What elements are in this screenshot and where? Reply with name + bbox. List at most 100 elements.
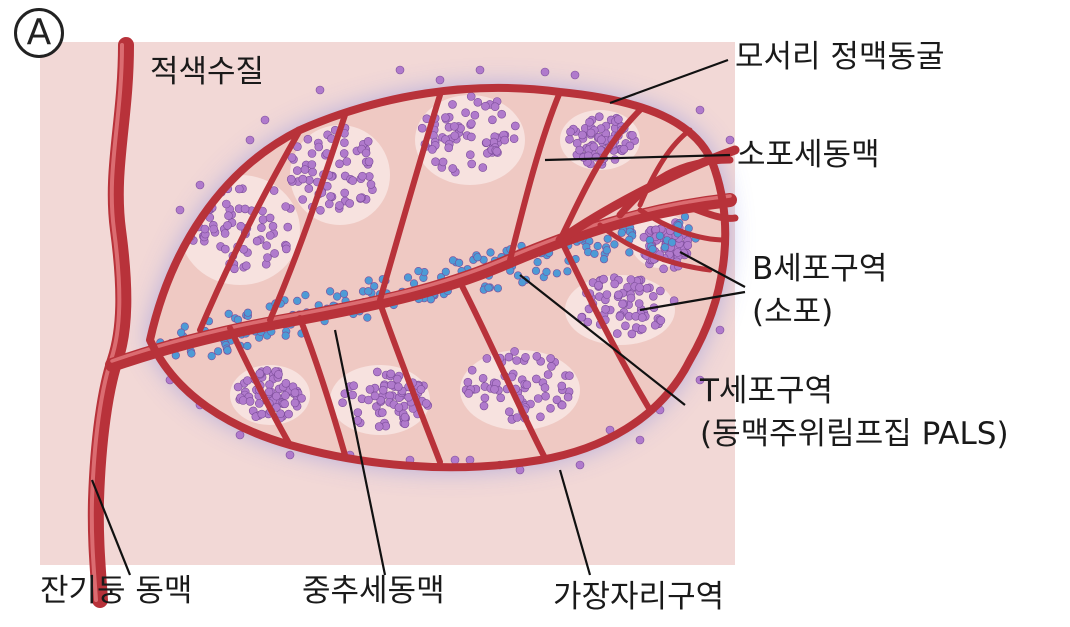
b-cell-dot xyxy=(636,284,644,292)
b-cell-dot xyxy=(465,389,473,397)
t-cell-dot xyxy=(681,213,689,221)
b-cell-dot xyxy=(378,409,386,417)
b-cell-dot xyxy=(234,383,242,391)
b-cell-dot xyxy=(657,316,665,324)
b-cell-dot xyxy=(628,131,636,139)
b-cell-dot xyxy=(488,116,496,124)
b-cell-dot xyxy=(597,136,605,144)
b-cell-dot xyxy=(611,156,619,164)
b-cell-dot xyxy=(271,249,279,257)
b-cell-dot xyxy=(511,122,519,130)
b-cell-dot xyxy=(558,382,566,390)
b-cell-dot xyxy=(221,245,229,253)
b-cell-dot xyxy=(269,222,277,230)
t-cell-dot xyxy=(415,267,423,275)
b-cell-dot xyxy=(362,149,370,157)
b-cell-dot xyxy=(536,413,544,421)
t-cell-dot xyxy=(365,277,373,285)
t-cell-dot xyxy=(188,350,196,358)
b-cell-dot xyxy=(590,143,598,151)
b-cell-dot xyxy=(547,404,555,412)
b-cell-dot xyxy=(491,385,499,393)
t-cell-dot xyxy=(244,309,252,317)
b-cell-dot xyxy=(628,330,636,338)
b-cell-dot xyxy=(578,131,586,139)
b-cell-dot xyxy=(468,160,476,168)
b-cell-dot xyxy=(308,161,316,169)
b-cell-dot xyxy=(621,322,629,330)
b-cell-dot xyxy=(565,372,573,380)
b-cell-dot xyxy=(497,394,505,402)
t-cell-dot xyxy=(455,259,463,267)
b-cell-dot xyxy=(660,265,668,273)
marginal-cell-dot xyxy=(636,436,644,444)
t-cell-dot xyxy=(333,293,341,301)
b-cell-dot xyxy=(364,137,372,145)
b-cell-dot xyxy=(284,223,292,231)
b-cell-dot xyxy=(315,143,323,151)
t-cell-dot xyxy=(487,249,495,257)
marginal-cell-dot xyxy=(261,116,269,124)
b-cell-dot xyxy=(255,400,263,408)
b-cell-dot xyxy=(225,212,233,220)
b-cell-dot xyxy=(325,200,333,208)
b-cell-dot xyxy=(394,383,402,391)
b-cell-dot xyxy=(242,262,250,270)
b-cell-dot xyxy=(567,128,575,136)
b-cell-dot xyxy=(483,354,491,362)
b-cell-dot xyxy=(595,113,603,121)
marginal-cell-dot xyxy=(571,71,579,79)
b-cell-dot xyxy=(643,284,651,292)
marginal-cell-dot xyxy=(726,136,734,144)
b-cell-dot xyxy=(281,392,289,400)
b-cell-dot xyxy=(304,135,312,143)
b-cell-dot xyxy=(627,276,635,284)
marginal-cell-dot xyxy=(236,431,244,439)
b-cell-dot xyxy=(221,230,229,238)
t-cell-dot xyxy=(485,284,493,292)
label-central-arteriole: 중추세동맥 xyxy=(302,576,445,607)
b-cell-dot xyxy=(439,158,447,166)
b-cell-dot xyxy=(467,120,475,128)
t-cell-dot xyxy=(365,287,373,295)
b-cell-dot xyxy=(298,394,306,402)
b-cell-dot xyxy=(281,400,289,408)
b-cell-dot xyxy=(417,385,425,393)
label-red-pulp: 적색수질 xyxy=(150,57,264,88)
b-cell-dot xyxy=(595,281,603,289)
b-cell-dot xyxy=(349,177,357,185)
marginal-cell-dot xyxy=(541,68,549,76)
b-cell-dot xyxy=(264,254,272,262)
b-cell-dot xyxy=(395,404,403,412)
b-cell-dot xyxy=(513,414,521,422)
b-cell-dot xyxy=(576,146,584,154)
marginal-cell-dot xyxy=(176,206,184,214)
t-cell-dot xyxy=(282,332,290,340)
b-cell-dot xyxy=(263,366,271,374)
t-cell-dot xyxy=(224,347,232,355)
b-cell-dot xyxy=(272,392,280,400)
marginal-cell-dot xyxy=(436,76,444,84)
marginal-cell-dot xyxy=(451,456,459,464)
b-cell-dot xyxy=(263,242,271,250)
b-cell-dot xyxy=(346,199,354,207)
b-cell-dot xyxy=(462,109,470,117)
b-cell-dot xyxy=(449,100,457,108)
b-cell-dot xyxy=(547,354,555,362)
label-b-cell-zone: B세포구역 xyxy=(752,254,887,285)
label-penicillar-arteriole: 소포세동맥 xyxy=(737,140,880,171)
b-cell-dot xyxy=(299,175,307,183)
t-cell-dot xyxy=(656,232,664,240)
b-cell-dot xyxy=(256,370,264,378)
t-cell-dot xyxy=(214,348,222,356)
b-cell-dot xyxy=(340,139,348,147)
b-cell-dot xyxy=(614,291,622,299)
t-cell-dot xyxy=(661,243,669,251)
label-t-cell-zone-sub: (동맥주위림프집 PALS) xyxy=(700,419,1009,450)
b-cell-dot xyxy=(522,353,530,361)
b-cell-dot xyxy=(558,401,566,409)
b-cell-dot xyxy=(371,392,379,400)
b-cell-dot xyxy=(305,185,313,193)
